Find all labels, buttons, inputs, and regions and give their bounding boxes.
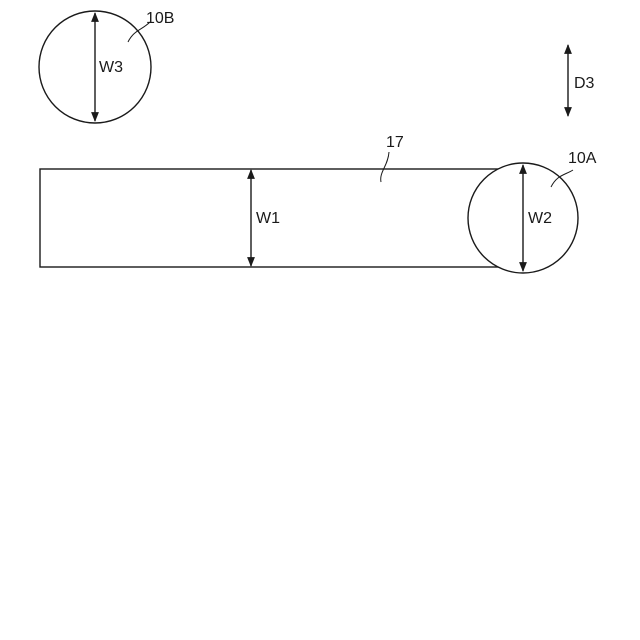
d3-direction-group: D3 xyxy=(568,45,595,116)
w3-label: W3 xyxy=(99,59,123,76)
ref-17-label: 17 xyxy=(386,134,404,151)
rect-17-group: W1 17 xyxy=(40,134,522,267)
w2-label: W2 xyxy=(528,210,552,227)
ref-10b-label: 10B xyxy=(146,10,174,27)
circle-10b-group: W3 10B xyxy=(39,10,174,123)
ref-10a-label: 10A xyxy=(568,150,597,167)
w1-label: W1 xyxy=(256,210,280,227)
leader-17 xyxy=(381,152,389,182)
d3-label: D3 xyxy=(574,75,595,92)
rect-17 xyxy=(40,169,522,267)
